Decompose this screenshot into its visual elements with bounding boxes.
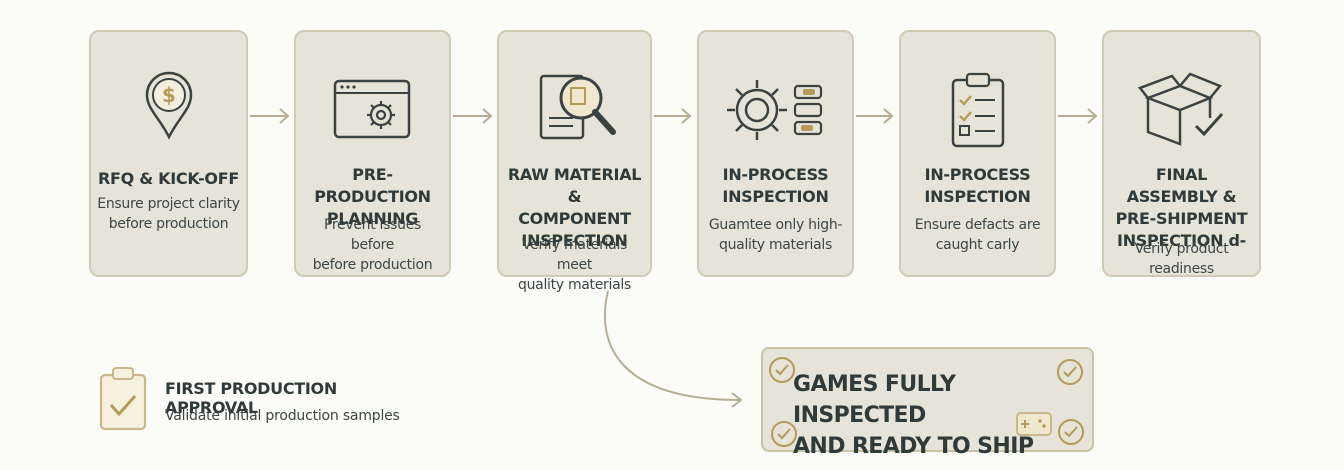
flow-arrow <box>856 108 894 124</box>
step-description: Verify materials meet quality materials <box>518 237 631 293</box>
step-title: RAW MATERIAL & COMPONENT INSPECTION <box>507 165 642 250</box>
dollar-pin-icon: $ <box>91 50 246 170</box>
check-circle-icon <box>771 421 797 447</box>
step-in-process-inspection-2: IN-PROCESS INSPECTION Ensure defacts are… <box>899 30 1056 277</box>
gear-controls-icon <box>699 50 852 170</box>
flow-arrow <box>453 108 493 124</box>
step-pre-production-planning: PRE-PRODUCTION PLANNING Prevent issues b… <box>294 30 451 277</box>
step-in-process-inspection-1: IN-PROCESS INSPECTION Guamtee only high-… <box>697 30 854 277</box>
check-circle-icon <box>769 357 795 383</box>
clipboard-checklist-icon <box>901 50 1054 170</box>
ready-to-ship-title: GAMES FULLY INSPECTED AND READY TO SHIP <box>793 372 1034 459</box>
flow-arrow <box>1058 108 1098 124</box>
flow-arrow <box>250 108 290 124</box>
step-description: Prevent issues before before production <box>312 217 433 273</box>
box-check-icon <box>1104 50 1259 170</box>
step-raw-material-inspection: RAW MATERIAL & COMPONENT INSPECTION Veri… <box>497 30 652 293</box>
approval-title: FIRST PRODUCTION APPROVAL <box>165 379 337 417</box>
check-circle-icon <box>1057 359 1083 385</box>
step-description: Ensure defacts are caught carly <box>914 217 1041 253</box>
clipboard-check-icon <box>97 365 149 437</box>
step-final-assembly: FINAL ASSEMBLY & PRE-SHIPMENT INSPECTION… <box>1102 30 1261 277</box>
step-description: Guamtee only high- quality materials <box>708 217 843 253</box>
browser-gear-icon <box>296 50 449 170</box>
first-production-approval: FIRST PRODUCTION APPROVAL Validate initi… <box>97 365 417 435</box>
curved-connector-arrow <box>604 290 743 408</box>
step-title: IN-PROCESS INSPECTION <box>924 165 1031 206</box>
step-title: IN-PROCESS INSPECTION <box>722 165 829 206</box>
step-title: FINAL ASSEMBLY & PRE-SHIPMENT INSPECTION… <box>1115 165 1248 250</box>
step-description: Ensure project clarity before production <box>97 196 240 232</box>
step-title: RFQ & KICK-OFF <box>98 169 239 188</box>
step-description: Verify product readiness <box>1134 241 1229 277</box>
gamepad-icon <box>1016 412 1052 436</box>
approval-description: Validate initial production samples <box>165 408 400 424</box>
flow-arrow <box>654 108 692 124</box>
step-rfq-kickoff: $ RFQ & KICK-OFF Ensure project clarity … <box>89 30 248 277</box>
step-title: PRE-PRODUCTION PLANNING <box>314 165 431 228</box>
check-circle-icon <box>1058 419 1084 445</box>
magnifier-document-icon <box>499 50 650 170</box>
ready-to-ship-box: GAMES FULLY INSPECTED AND READY TO SHIP <box>761 347 1094 459</box>
svg-text:$: $ <box>162 83 176 107</box>
